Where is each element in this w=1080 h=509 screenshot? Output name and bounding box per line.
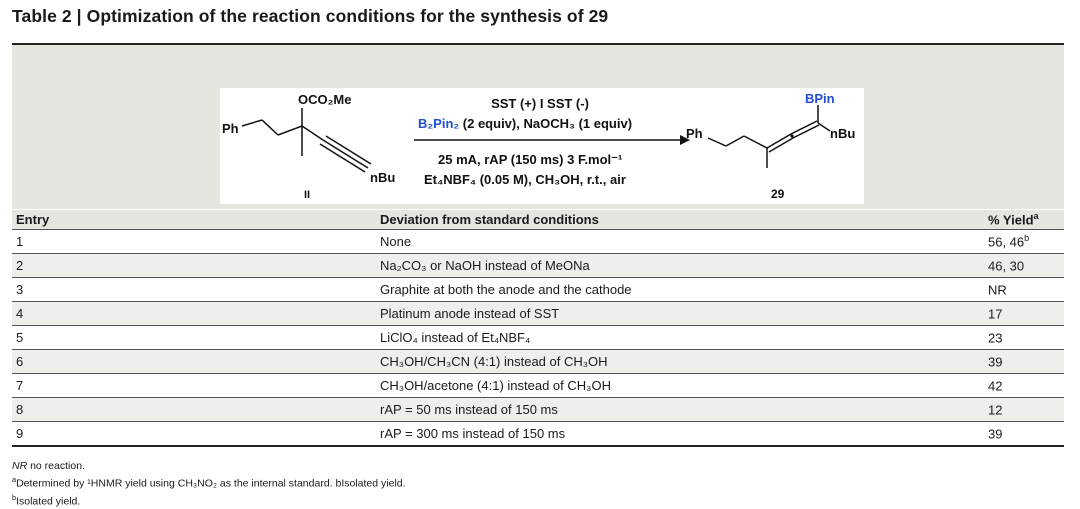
product-bonds bbox=[707, 105, 831, 168]
footnote-nr: NR no reaction. bbox=[12, 460, 85, 472]
entry-cell: 4 bbox=[12, 301, 376, 326]
deviation-cell: CH₃OH/CH₃CN (4:1) instead of CH₃OH bbox=[376, 349, 984, 374]
yield-cell: 23 bbox=[984, 325, 1064, 350]
yield-cell: 17 bbox=[984, 301, 1064, 326]
top-rule bbox=[12, 43, 1064, 45]
entry-cell: 5 bbox=[12, 325, 376, 350]
entry-cell: 7 bbox=[12, 373, 376, 398]
table-row: 7 CH₃OH/acetone (4:1) instead of CH₃OH 4… bbox=[12, 373, 1064, 398]
optimization-table: Entry Deviation from standard conditions… bbox=[12, 210, 1064, 447]
entry-cell: 1 bbox=[12, 229, 376, 254]
deviation-cell: CH₃OH/acetone (4:1) instead of CH₃OH bbox=[376, 373, 984, 398]
reactant-nbu-label: nBu bbox=[370, 170, 395, 185]
reactant-bonds bbox=[241, 108, 372, 173]
reaction-scheme: Ph OCO₂Me nBu II SST (+) I SST (-) B₂Pin… bbox=[220, 88, 864, 204]
deviation-cell: Platinum anode instead of SST bbox=[376, 301, 984, 326]
reactant-oco2me-label: OCO₂Me bbox=[298, 92, 351, 107]
header-deviation: Deviation from standard conditions bbox=[376, 210, 984, 230]
deviation-cell: Na₂CO₃ or NaOH instead of MeONa bbox=[376, 253, 984, 278]
deviation-cell: None bbox=[376, 229, 984, 254]
header-yield: % Yielda bbox=[984, 210, 1064, 230]
allene-center-dot bbox=[790, 134, 794, 138]
footnote-b: bIsolated yield. bbox=[12, 492, 81, 508]
product-id: 29 bbox=[771, 187, 785, 201]
reactant-ph-label: Ph bbox=[222, 121, 239, 136]
table-row: 1 None 56, 46b bbox=[12, 229, 1064, 254]
yield-cell: 12 bbox=[984, 397, 1064, 422]
table-row: 3 Graphite at both the anode and the cat… bbox=[12, 277, 1064, 302]
deviation-cell: Graphite at both the anode and the catho… bbox=[376, 277, 984, 302]
yield-cell: 46, 30 bbox=[984, 253, 1064, 278]
deviation-cell: LiClO₄ instead of Et₄NBF₄ bbox=[376, 325, 984, 350]
reaction-scheme-svg: Ph OCO₂Me nBu II SST (+) I SST (-) B₂Pin… bbox=[222, 91, 855, 201]
table-header-row: Entry Deviation from standard conditions… bbox=[12, 210, 1064, 230]
reaction-arrow bbox=[414, 135, 690, 145]
yield-cell: 39 bbox=[984, 349, 1064, 374]
yield-cell: NR bbox=[984, 277, 1064, 302]
deviation-cell: rAP = 50 ms instead of 150 ms bbox=[376, 397, 984, 422]
table-row: 9 rAP = 300 ms instead of 150 ms 39 bbox=[12, 421, 1064, 447]
header-entry: Entry bbox=[12, 210, 376, 230]
entry-cell: 9 bbox=[12, 421, 376, 447]
entry-cell: 2 bbox=[12, 253, 376, 278]
product-ph-label: Ph bbox=[686, 126, 703, 141]
deviation-cell: rAP = 300 ms instead of 150 ms bbox=[376, 421, 984, 447]
table-row: 4 Platinum anode instead of SST 17 bbox=[12, 301, 1064, 326]
condition-line-2: B₂Pin₂ (2 equiv), NaOCH₃ (1 equiv) bbox=[418, 116, 632, 131]
yield-cell: 56, 46b bbox=[984, 229, 1064, 254]
condition-line-4: Et₄NBF₄ (0.05 M), CH₃OH, r.t., air bbox=[424, 172, 626, 187]
product-nbu-label: nBu bbox=[830, 126, 855, 141]
footnote-a: aDetermined by ¹HNMR yield using CH₃NO₂ … bbox=[12, 475, 406, 490]
entry-cell: 3 bbox=[12, 277, 376, 302]
yield-cell: 42 bbox=[984, 373, 1064, 398]
table-row: 6 CH₃OH/CH₃CN (4:1) instead of CH₃OH 39 bbox=[12, 349, 1064, 374]
table-row: 8 rAP = 50 ms instead of 150 ms 12 bbox=[12, 397, 1064, 422]
condition-line-3: 25 mA, rAP (150 ms) 3 F.mol⁻¹ bbox=[438, 152, 622, 167]
reaction-scheme-panel: Ph OCO₂Me nBu II SST (+) I SST (-) B₂Pin… bbox=[12, 45, 1064, 209]
table-footnotes: NR no reaction. aDetermined by ¹HNMR yie… bbox=[12, 459, 406, 508]
product-bpin-label: BPin bbox=[805, 91, 835, 106]
table-title: Table 2 | Optimization of the reaction c… bbox=[12, 6, 609, 26]
condition-line-1: SST (+) I SST (-) bbox=[491, 96, 589, 111]
table-row: 5 LiClO₄ instead of Et₄NBF₄ 23 bbox=[12, 325, 1064, 350]
reactant-id: II bbox=[304, 189, 310, 201]
table-row: 2 Na₂CO₃ or NaOH instead of MeONa 46, 30 bbox=[12, 253, 1064, 278]
yield-cell: 39 bbox=[984, 421, 1064, 447]
entry-cell: 6 bbox=[12, 349, 376, 374]
entry-cell: 8 bbox=[12, 397, 376, 422]
